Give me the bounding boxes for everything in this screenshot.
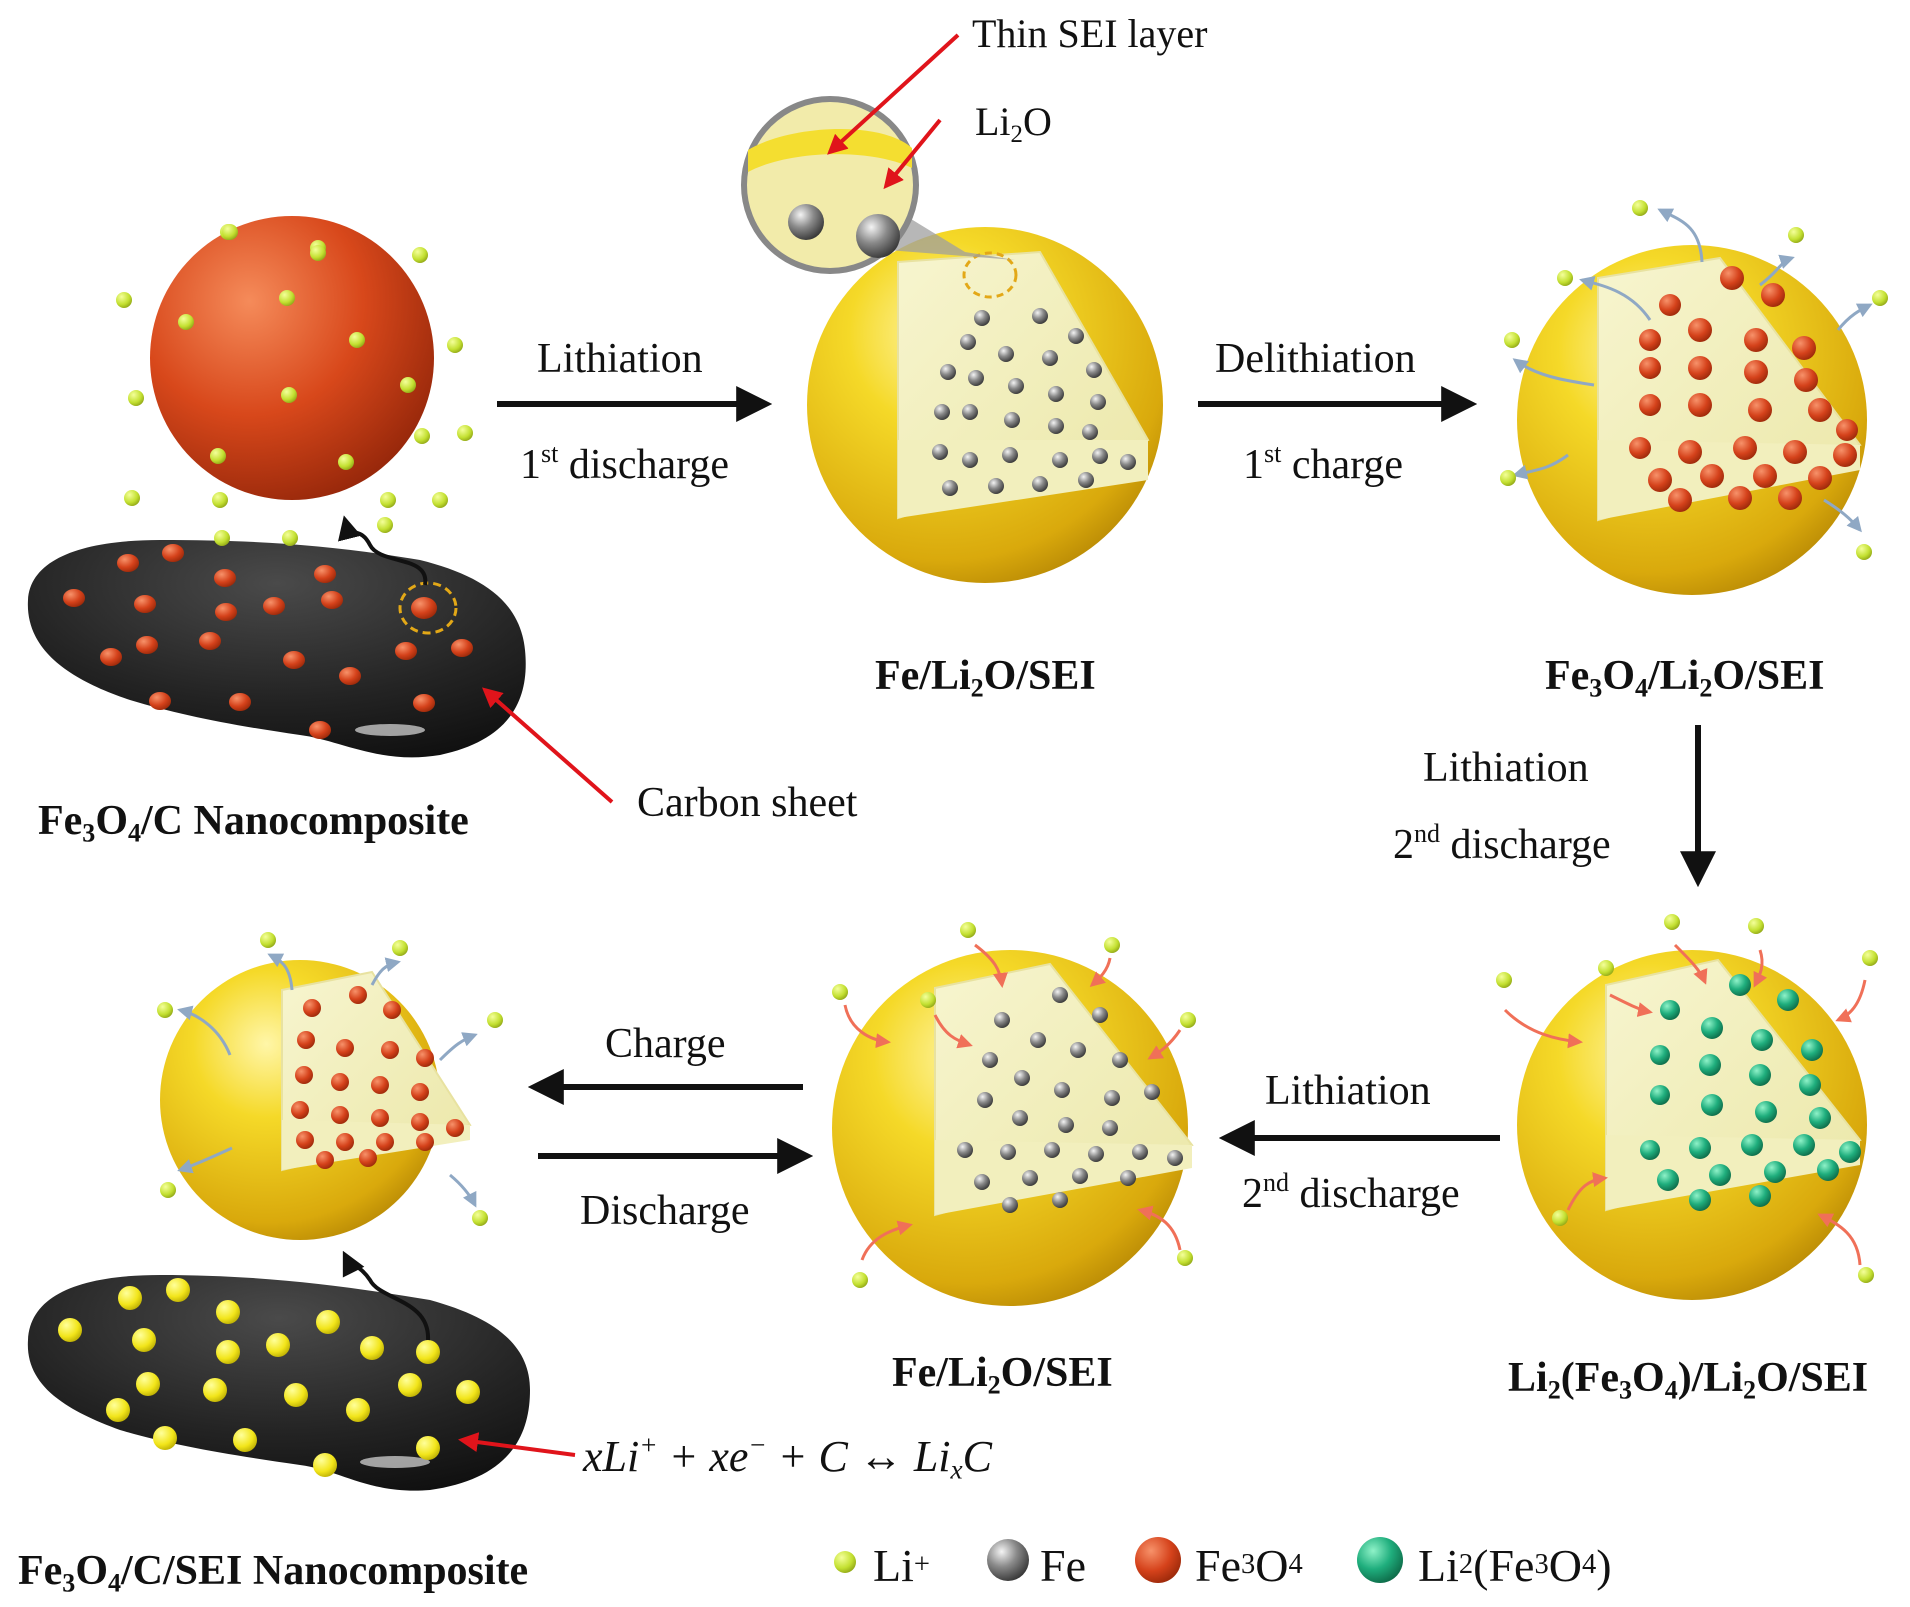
arrow3-label-top: Lithiation (1423, 745, 1589, 791)
arrow2-label-bottom: 1st charge (1243, 438, 1404, 488)
equation-callout-arrow (458, 1432, 576, 1457)
carbon-sheet-label: Carbon sheet (637, 780, 858, 826)
stage5-li-ions (832, 922, 1196, 1288)
legend-fe-label: Fe (1040, 1539, 1086, 1591)
legend-fe-marker (987, 1539, 1029, 1581)
stage6-li-ions (157, 932, 503, 1226)
stage6-carbon-sheet (27, 1250, 531, 1491)
arrow3-label-bottom: 2nd discharge (1393, 818, 1611, 868)
stage3-li-ions (1500, 200, 1888, 560)
carbon-sheet-callout-arrow (481, 687, 614, 804)
sei-callout-arrow (827, 33, 960, 155)
arrow1-label-bottom: 1st discharge (520, 438, 730, 488)
legend-li-marker (834, 1551, 856, 1573)
arrow1-label-top: Lithiation (537, 336, 703, 382)
arrow5-label-bottom: Discharge (580, 1188, 750, 1234)
stage3-title: Fe3O4/Li2O/SEI (1545, 653, 1825, 703)
stage2-sphere (741, 96, 1163, 583)
li2o-callout-arrow (883, 118, 942, 190)
stage1-carbon-sheet (27, 515, 526, 758)
legend-li-label: Li+ (873, 1539, 930, 1591)
arrow4-label-bottom: 2nd discharge (1242, 1167, 1460, 1217)
stage1-fe3o4-sphere (116, 216, 473, 546)
stage5-sphere (832, 950, 1194, 1306)
stage5-li-in-arrows (843, 943, 1182, 1261)
stage5-title: Fe/Li2O/SEI (892, 1350, 1113, 1400)
stage4-sphere (1517, 950, 1867, 1300)
stage6-sphere (160, 960, 472, 1240)
arrow2-label-top: Delithiation (1215, 336, 1416, 382)
stage3-li-out-arrows (1512, 208, 1873, 533)
stage6-li-out-arrows (177, 953, 478, 1208)
stage1-title: Fe3O4/C Nanocomposite (38, 798, 469, 848)
legend-fe3o4-marker (1135, 1537, 1181, 1583)
stage3-sphere (1517, 245, 1867, 595)
stage4-li-in-arrows (1503, 943, 1867, 1266)
stage4-li-ions (1496, 914, 1878, 1283)
stage6-title: Fe3O4/C/SEI Nanocomposite (18, 1548, 529, 1598)
lithium-carbon-equation: xLi+ + xe− + C ↔ LixC (583, 1430, 992, 1485)
legend-li2feo-marker (1357, 1537, 1403, 1583)
sei-label: Thin SEI layer (972, 11, 1208, 56)
arrow5-label-top: Charge (605, 1021, 726, 1067)
arrow4-label-top: Lithiation (1265, 1068, 1431, 1114)
stage4-title: Li2(Fe3O4)/Li2O/SEI (1508, 1355, 1869, 1405)
li2o-label: Li2O (975, 99, 1052, 148)
stage2-title: Fe/Li2O/SEI (875, 653, 1096, 703)
